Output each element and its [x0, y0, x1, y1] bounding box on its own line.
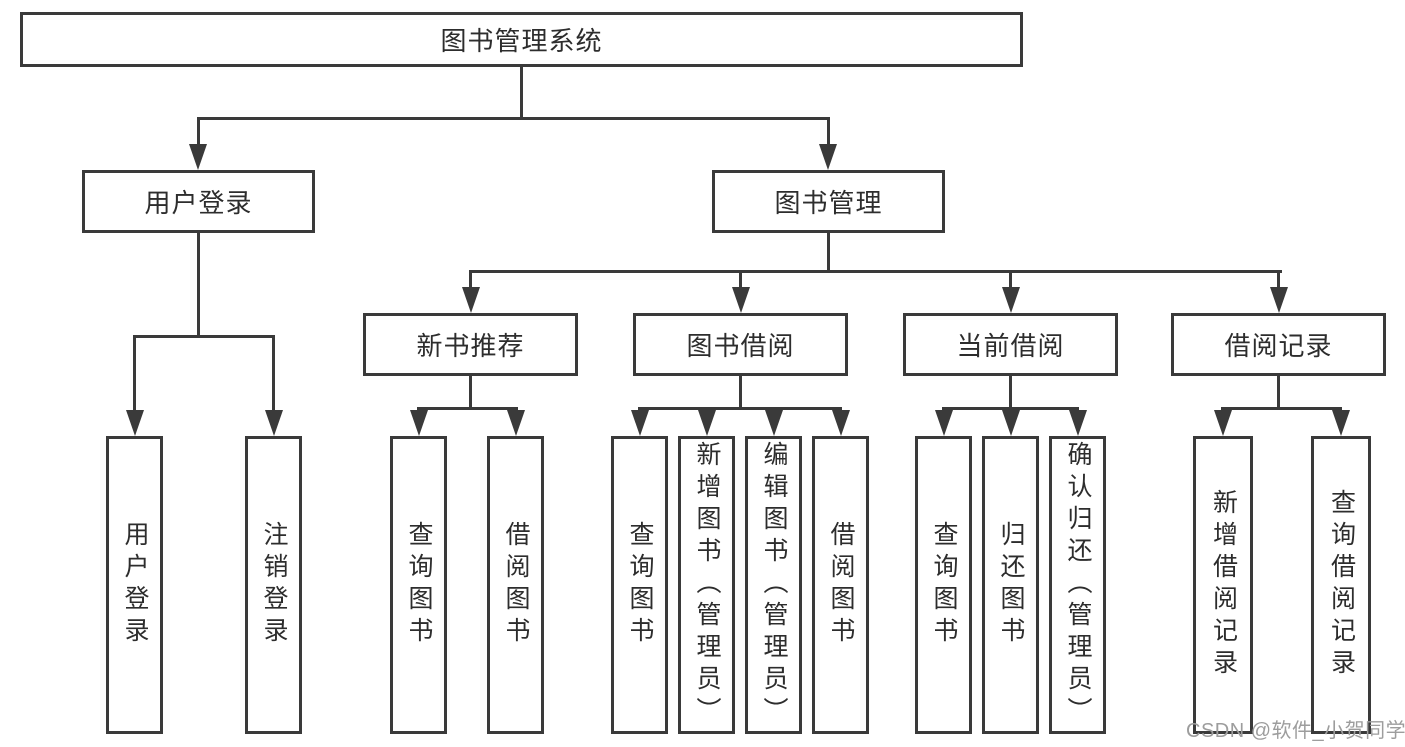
connector-branch-line	[272, 335, 275, 413]
leaf-label: 新增图书（管理员）	[693, 441, 721, 729]
csdn-watermark: CSDN @软件_小贺同学	[1186, 720, 1405, 742]
connector-stem	[197, 232, 200, 337]
leaf-label: 查询借阅记录	[1327, 489, 1356, 681]
arrowhead-down	[507, 410, 525, 436]
leaf-add-borrow-record: 新增借阅记录	[1193, 436, 1253, 734]
connector-bar	[133, 335, 275, 338]
connector-branch-line	[739, 270, 742, 290]
arrowhead-down	[765, 410, 783, 436]
node-new-book-recommend: 新书推荐	[363, 313, 578, 376]
connector-root-bar	[197, 117, 829, 120]
leaf-confirm-return-admin: 确认归还（管理员）	[1049, 436, 1106, 734]
leaf-label: 查询图书	[626, 521, 654, 649]
connector-bar	[417, 407, 518, 410]
arrowhead-down	[1069, 410, 1087, 436]
leaf-add-books-admin: 新增图书（管理员）	[678, 436, 735, 734]
arrowhead-down	[819, 144, 837, 170]
connector-stem	[1009, 375, 1012, 409]
leaf-label: 编辑图书（管理员）	[760, 441, 788, 729]
connector-bar	[469, 270, 1282, 273]
connector-branch-line	[197, 117, 200, 147]
connector-branch-line	[469, 270, 472, 290]
arrowhead-down	[732, 287, 750, 313]
connector-branch-line	[133, 335, 136, 413]
connector-stem	[739, 375, 742, 409]
arrowhead-down	[631, 410, 649, 436]
node-system: 图书管理系统	[20, 12, 1023, 67]
arrowhead-down	[1332, 410, 1350, 436]
connector-bar	[1221, 407, 1342, 410]
node-borrowing-records: 借阅记录	[1171, 313, 1386, 376]
leaf-label: 借阅图书	[827, 521, 855, 649]
leaf-label: 确认归还（管理员）	[1064, 441, 1092, 729]
leaf-query-books-borrowing: 查询图书	[611, 436, 668, 734]
leaf-label: 注销登录	[260, 521, 288, 649]
connector-stem	[827, 232, 830, 272]
arrowhead-down	[698, 410, 716, 436]
leaf-query-books-recommend: 查询图书	[390, 436, 447, 734]
leaf-borrow-books: 借阅图书	[812, 436, 869, 734]
leaf-edit-books-admin: 编辑图书（管理员）	[745, 436, 802, 734]
arrowhead-down	[1002, 287, 1020, 313]
leaf-logout: 注销登录	[245, 436, 302, 734]
arrowhead-down	[935, 410, 953, 436]
node-user-login: 用户登录	[82, 170, 315, 233]
leaf-label: 新增借阅记录	[1209, 489, 1238, 681]
arrowhead-down	[462, 287, 480, 313]
leaf-label: 查询图书	[405, 521, 433, 649]
arrowhead-down	[1214, 410, 1232, 436]
leaf-label: 用户登录	[121, 521, 149, 649]
leaf-label: 归还图书	[997, 521, 1025, 649]
leaf-query-books-current: 查询图书	[915, 436, 972, 734]
connector-branch-line	[1277, 270, 1280, 290]
arrowhead-down	[126, 410, 144, 436]
leaf-query-borrow-record: 查询借阅记录	[1311, 436, 1371, 734]
leaf-user-login: 用户登录	[106, 436, 163, 734]
arrowhead-down	[832, 410, 850, 436]
node-current-borrowing: 当前借阅	[903, 313, 1118, 376]
connector-stem	[1277, 375, 1280, 409]
leaf-label: 查询图书	[930, 521, 958, 649]
node-book-borrowing: 图书借阅	[633, 313, 848, 376]
connector-stem	[469, 375, 472, 409]
connector-branch-line	[1009, 270, 1012, 290]
leaf-label: 借阅图书	[502, 521, 530, 649]
arrowhead-down	[1270, 287, 1288, 313]
arrowhead-down	[189, 144, 207, 170]
connector-root-stem	[520, 67, 523, 119]
leaf-return-books: 归还图书	[982, 436, 1039, 734]
arrowhead-down	[265, 410, 283, 436]
node-book-management: 图书管理	[712, 170, 945, 233]
arrowhead-down	[1002, 410, 1020, 436]
connector-bar	[638, 407, 842, 410]
arrowhead-down	[410, 410, 428, 436]
connector-branch-line	[827, 117, 830, 147]
leaf-borrow-books-recommend: 借阅图书	[487, 436, 544, 734]
